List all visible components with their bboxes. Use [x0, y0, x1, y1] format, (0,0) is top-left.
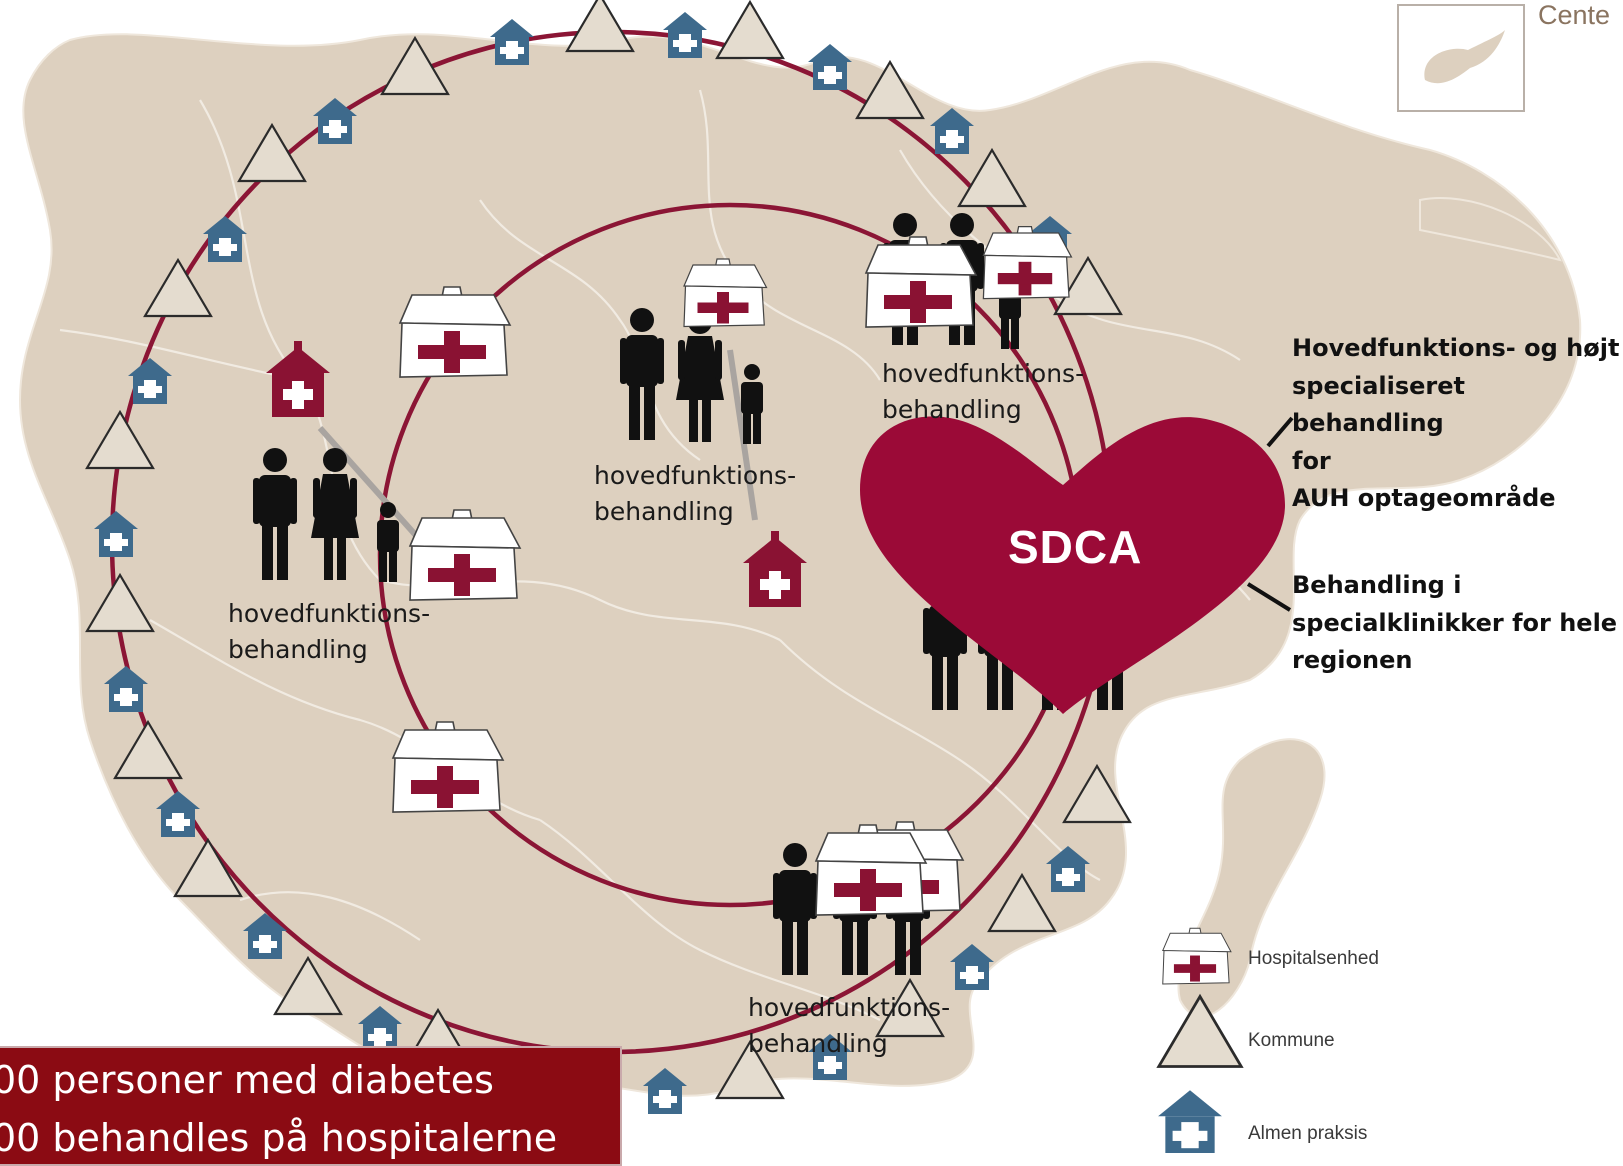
connector-line	[317, 426, 423, 542]
info-line-1: 00 personer med diabetes	[0, 1058, 494, 1102]
legend-label-hospital: Hospitalsenhed	[1248, 948, 1379, 969]
municipal-borders	[59, 89, 1251, 1021]
label-nw: hovedfunktions-behandling	[228, 599, 431, 664]
label-south: hovedfunktions-behandling	[748, 993, 951, 1058]
sdca-heart	[860, 416, 1285, 714]
info-box: 00 personer med diabetes 00 behandles på…	[0, 1046, 622, 1166]
connector-line	[727, 349, 758, 521]
legend-label-municipality: Kommune	[1248, 1030, 1335, 1051]
side-text-lower: Behandling i specialklinikker for hele r…	[1292, 571, 1618, 674]
corner-text: Cente	[1538, 0, 1611, 30]
legend-label-practice: Almen praksis	[1248, 1123, 1368, 1144]
side-text-upper: Hovedfunktions- og højt specialiseret be…	[1292, 334, 1620, 512]
heart-label: SDCA	[1008, 521, 1143, 573]
pointer-line	[1266, 416, 1294, 448]
label-ne: hovedfunktions-behandling	[882, 359, 1085, 424]
pointer-line	[1246, 582, 1292, 612]
info-line-2: 00 behandles på hospitalerne	[0, 1116, 558, 1160]
label-center: hovedfunktions-behandling	[594, 461, 797, 526]
inset-map	[1397, 4, 1525, 112]
